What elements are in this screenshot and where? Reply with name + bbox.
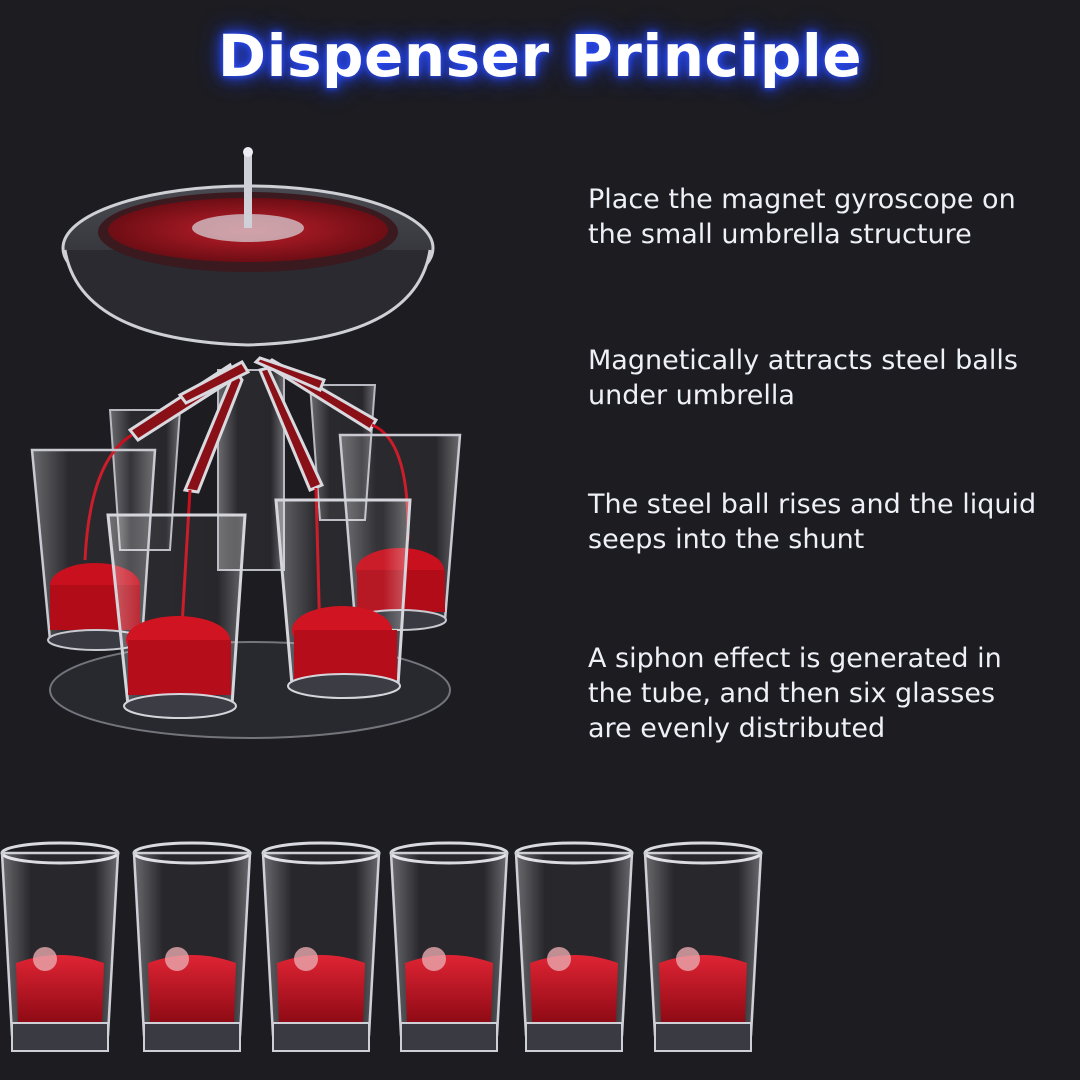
step-siphon-effect: A siphon effect is generated in the tube…	[588, 643, 1002, 744]
shot-glass-front-right	[274, 498, 412, 699]
shot-glasses-row	[0, 841, 763, 1053]
shot-glass-front-left	[106, 513, 247, 719]
reservoir-bowl	[61, 147, 435, 347]
page-title: Dispenser Principle	[217, 22, 863, 90]
shot-glass-6	[643, 841, 763, 1053]
dispenser-illustration	[30, 147, 462, 739]
step-magnet-gyroscope: Place the magnet gyroscope on the small …	[588, 184, 1016, 250]
shot-glass-5	[514, 841, 634, 1053]
dispenser-spouts	[127, 356, 379, 494]
shot-glass-3	[261, 841, 381, 1053]
shot-glass-2	[132, 841, 252, 1053]
shot-glass-4	[389, 841, 509, 1053]
step-steel-ball-rises: The steel ball rises and the liquid seep…	[588, 489, 1037, 555]
step-attracts-steel-balls: Magnetically attracts steel balls under …	[588, 345, 1018, 411]
shot-glass-1	[0, 841, 120, 1052]
